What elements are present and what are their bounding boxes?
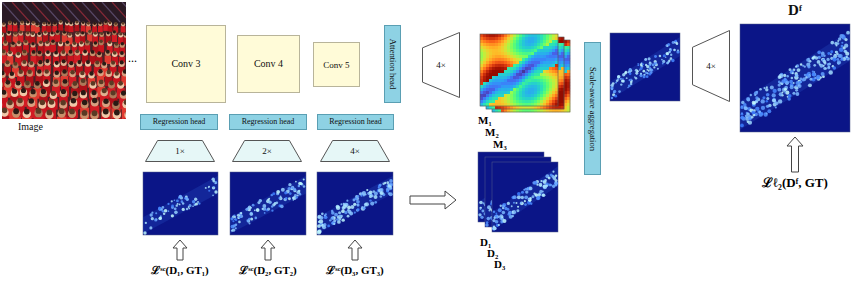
block-label: Conv 4 [254,59,283,69]
block-label: 1× [175,147,185,156]
block-label: 4× [436,61,446,70]
hollow-arrow [787,137,803,172]
loss-label: ℒˢᶜ(D₃, GT₃) [326,264,384,276]
conv-block: Conv 5 [313,42,360,87]
map-label: D₃ [494,258,505,270]
crowd-photo [2,2,126,119]
final-density-map: Dᶠ [740,24,850,132]
conv-block: Conv 4 [237,35,300,93]
upsample-block: 4× [320,140,390,162]
block-label: 4× [706,62,716,71]
map-title: Dᶠ [788,3,802,18]
map-label: D₂ [487,247,498,259]
conv-block: Conv 3 [146,25,226,103]
density-map [230,172,306,235]
hollow-arrow [173,240,187,260]
density-map [492,162,558,232]
upsample-block: 4× [692,30,730,102]
block-label: Regression head [329,118,382,126]
map-label: M₁ [478,114,492,126]
regression-head: Regression head [229,114,307,130]
block-label: Regression head [242,118,295,126]
attention-map [486,37,564,109]
loss-label: ℒˢᶜ(D₁, GT₁) [151,264,209,276]
upsample-block: 4× [422,32,460,98]
aggregation-block: Scale-aware aggregation [584,42,601,175]
attention-head: Attention head [384,25,401,103]
block-label: 4× [350,147,360,156]
block-label: Conv 5 [323,60,349,69]
map-label: M₃ [493,138,507,150]
hollow-arrow [261,240,275,260]
block-label: Scale-aware aggregation [588,67,597,151]
regression-head: Regression head [140,114,218,130]
density-map [143,172,218,235]
input-image: Image [2,2,126,119]
block-label: Attention head [388,39,397,89]
hollow-arrow [410,191,456,209]
regression-head: Regression head [317,114,394,130]
upsample-block: 2× [232,140,302,162]
block-label: Regression head [153,118,206,126]
density-map [740,24,850,132]
attention-map [492,40,570,112]
attention-map [480,34,558,106]
loss-label: ℒℓ₂(Dᶠ, GT) [762,176,828,190]
density-map [610,33,680,101]
map-label: M₂ [485,126,499,138]
block-label: 2× [262,147,272,156]
block-label: Conv 3 [171,59,200,69]
hollow-arrow [348,240,362,260]
density-map [317,172,393,235]
image-caption: Image [18,122,43,132]
ellipsis: ... [128,52,137,65]
map-label: D₁ [480,236,491,248]
loss-label: ℒˢᶜ(D₂, GT₂) [239,264,297,276]
upsample-block: 1× [145,140,215,162]
